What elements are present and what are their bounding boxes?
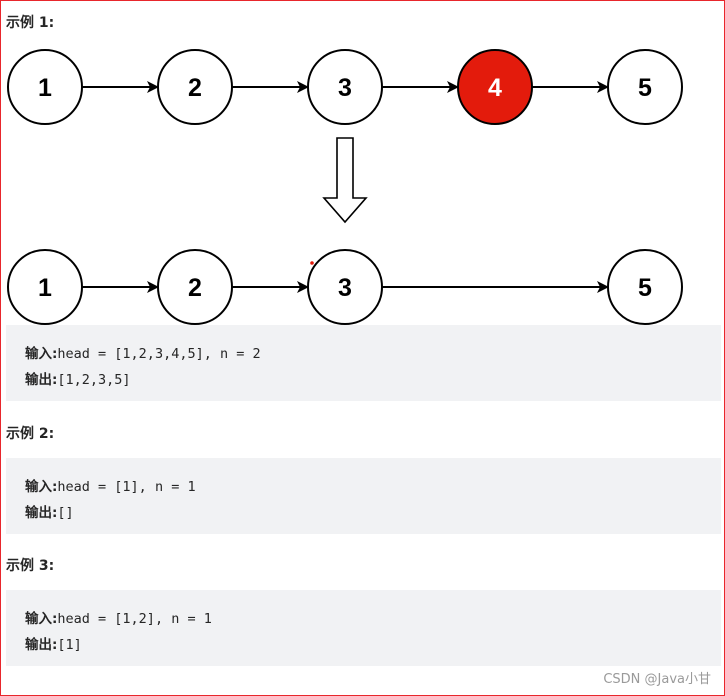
example-3-title: 示例 3: bbox=[6, 558, 55, 574]
input-label: 输入: bbox=[25, 611, 58, 627]
svg-text:2: 2 bbox=[188, 74, 202, 102]
output-value: [] bbox=[57, 505, 74, 521]
watermark: CSDN @Java小甘 bbox=[603, 672, 711, 687]
input-label: 输入: bbox=[25, 346, 58, 362]
svg-text:1: 1 bbox=[38, 74, 52, 102]
example-1-title: 示例 1: bbox=[6, 15, 55, 31]
example-2-input-line: 输入:head = [1], n = 1 bbox=[25, 475, 196, 495]
after-node-5: 5 bbox=[607, 249, 683, 325]
output-value: [1] bbox=[57, 637, 82, 653]
before-node-3: 3 bbox=[307, 49, 383, 125]
svg-text:3: 3 bbox=[338, 74, 352, 102]
example-2-title: 示例 2: bbox=[6, 426, 55, 442]
after-node-2: 2 bbox=[157, 249, 233, 325]
after-node-3: 3 bbox=[307, 249, 383, 325]
svg-text:3: 3 bbox=[338, 274, 352, 302]
output-label: 输出: bbox=[25, 372, 58, 388]
example-3-input-line: 输入:head = [1,2], n = 1 bbox=[25, 607, 212, 627]
after-node-1: 1 bbox=[7, 249, 83, 325]
svg-text:4: 4 bbox=[488, 74, 502, 102]
before-node-1: 1 bbox=[7, 49, 83, 125]
example-1-input-line: 输入:head = [1,2,3,4,5], n = 2 bbox=[25, 342, 261, 362]
example-2-output-line: 输出:[] bbox=[25, 501, 74, 521]
down-arrow-icon bbox=[322, 137, 368, 224]
example-3-code-block: 输入:head = [1,2], n = 1 输出:[1] bbox=[6, 590, 721, 666]
red-dot bbox=[310, 261, 314, 265]
example-1-code-block: 输入:head = [1,2,3,4,5], n = 2 输出:[1,2,3,5… bbox=[6, 325, 721, 401]
input-label: 输入: bbox=[25, 479, 58, 495]
input-value: head = [1], n = 1 bbox=[57, 479, 196, 495]
before-node-2: 2 bbox=[157, 49, 233, 125]
input-value: head = [1,2], n = 1 bbox=[57, 611, 212, 627]
output-label: 输出: bbox=[25, 637, 58, 653]
example-2-code-block: 输入:head = [1], n = 1 输出:[] bbox=[6, 458, 721, 534]
before-node-5: 5 bbox=[607, 49, 683, 125]
svg-text:5: 5 bbox=[638, 274, 652, 302]
before-node-4-removed: 4 bbox=[457, 49, 533, 125]
linked-list-diagram: 1 2 3 4 5 1 2 3 5 bbox=[7, 49, 683, 325]
output-value: [1,2,3,5] bbox=[57, 372, 131, 388]
svg-text:5: 5 bbox=[638, 74, 652, 102]
input-value: head = [1,2,3,4,5], n = 2 bbox=[57, 346, 261, 362]
output-label: 输出: bbox=[25, 505, 58, 521]
example-1-output-line: 输出:[1,2,3,5] bbox=[25, 368, 131, 388]
example-3-output-line: 输出:[1] bbox=[25, 633, 82, 653]
svg-text:1: 1 bbox=[38, 274, 52, 302]
svg-text:2: 2 bbox=[188, 274, 202, 302]
